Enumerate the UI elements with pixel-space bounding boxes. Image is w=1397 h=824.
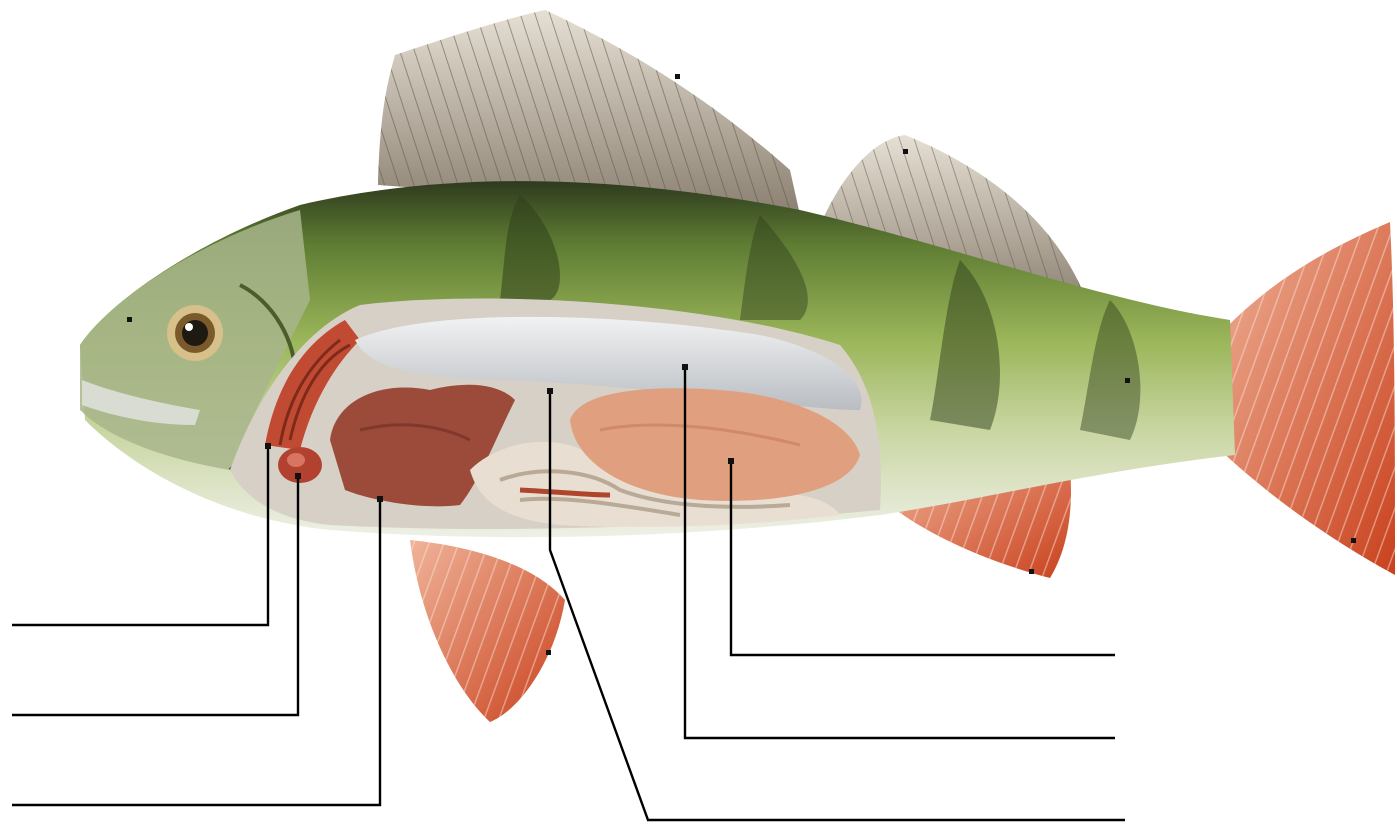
point-marker bbox=[1029, 569, 1034, 574]
point-marker bbox=[547, 388, 553, 394]
caudal-fin bbox=[1210, 222, 1395, 575]
point-marker bbox=[377, 496, 383, 502]
point-marker bbox=[903, 149, 908, 154]
point-marker bbox=[1351, 538, 1356, 543]
eye bbox=[167, 305, 223, 361]
point-marker bbox=[675, 74, 680, 79]
point-marker bbox=[295, 473, 301, 479]
point-marker bbox=[265, 443, 271, 449]
point-marker bbox=[682, 364, 688, 370]
point-marker bbox=[127, 317, 132, 322]
leader-line-liver bbox=[12, 500, 380, 805]
pelvic-fin bbox=[410, 540, 565, 722]
point-marker bbox=[1125, 378, 1130, 383]
point-marker bbox=[728, 458, 734, 464]
point-marker bbox=[546, 650, 551, 655]
